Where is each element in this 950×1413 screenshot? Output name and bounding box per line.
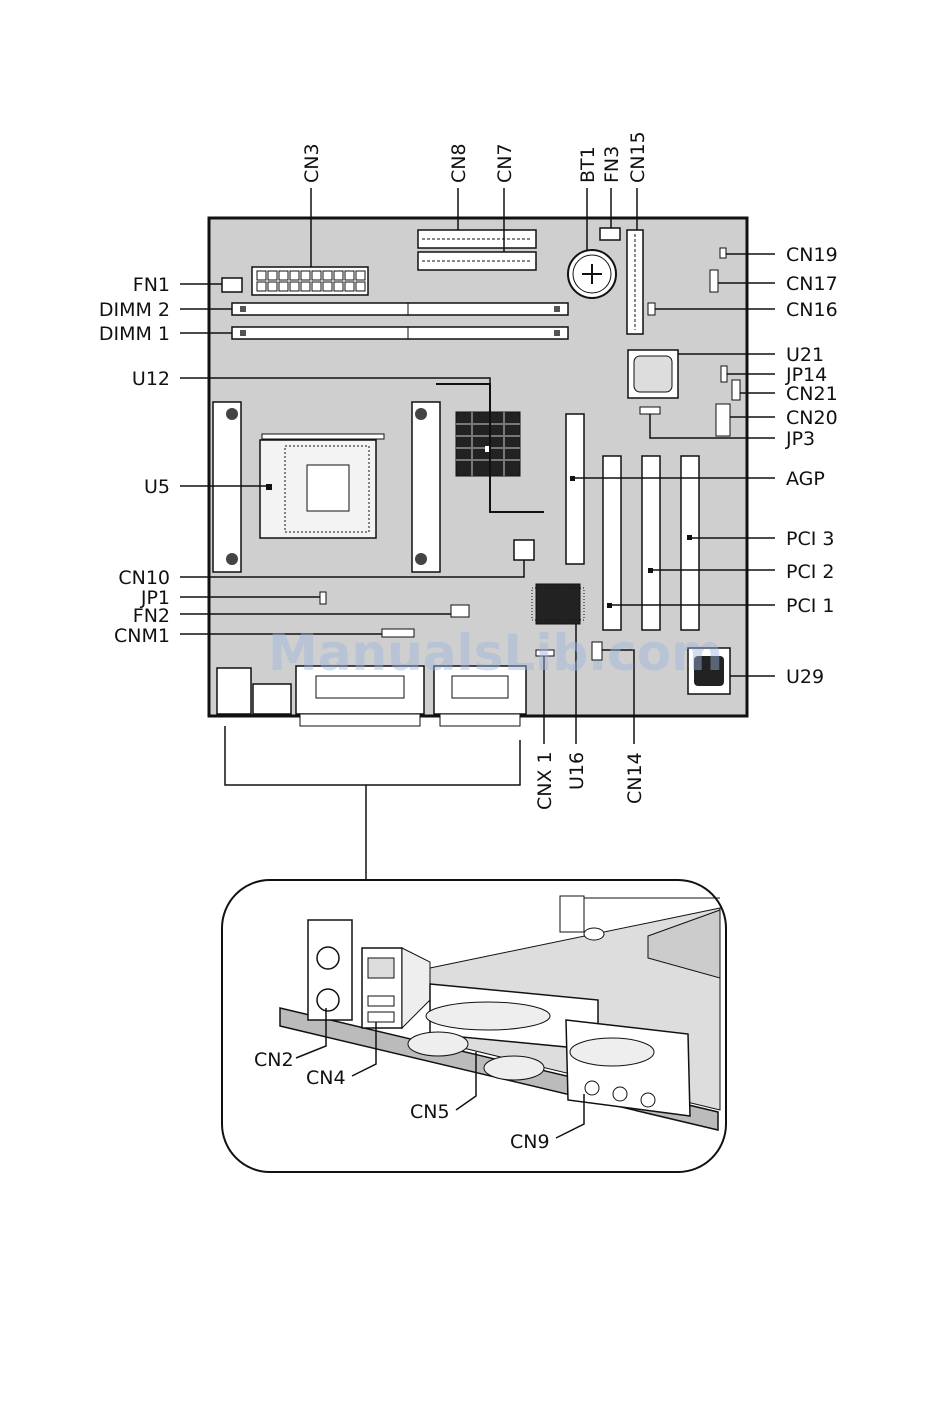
label-cn14: CN14 (624, 752, 646, 804)
cpu-retention-right (412, 402, 440, 572)
label-cn16: CN16 (786, 299, 838, 321)
ide-connector-cn8 (418, 230, 536, 248)
label-cnm1: CNM1 (114, 625, 170, 647)
power-connector-cn3 (252, 267, 368, 295)
label-dimm2: DIMM 2 (99, 299, 170, 321)
fan-header-fn1 (222, 278, 242, 292)
label-cn3: CN3 (301, 143, 323, 183)
cpu-retention-left (213, 402, 241, 572)
label-cn19: CN19 (786, 244, 838, 266)
pci-slot-2 (642, 456, 660, 630)
header-cn16 (648, 303, 655, 315)
chip-u16 (532, 584, 584, 624)
label-u16: U16 (566, 752, 588, 790)
label-cn17: CN17 (786, 273, 838, 295)
pci-slot-1 (603, 456, 621, 630)
label-pci2: PCI 2 (786, 561, 834, 583)
chip-u21 (628, 350, 678, 398)
label-fn2: FN2 (133, 605, 170, 627)
header-cn21 (732, 380, 740, 400)
label-cn5: CN5 (410, 1101, 450, 1123)
floppy-connector-cn15 (627, 230, 643, 334)
header-cn20 (716, 404, 730, 436)
label-u29: U29 (786, 666, 824, 688)
jumper-jp14 (721, 366, 727, 382)
label-pci1: PCI 1 (786, 595, 834, 617)
label-dimm1: DIMM 1 (99, 323, 170, 345)
agp-slot (566, 414, 584, 564)
label-cn15: CN15 (627, 131, 649, 183)
label-u5: U5 (144, 476, 170, 498)
header-cn19 (720, 248, 726, 258)
pci-slot-3 (681, 456, 699, 630)
label-cn7: CN7 (494, 143, 516, 183)
label-cn4: CN4 (306, 1067, 346, 1089)
header-cn17 (710, 270, 718, 292)
label-cn21: CN21 (786, 383, 838, 405)
aux-power-cn10 (514, 540, 534, 560)
dimm-slot-1 (232, 327, 568, 339)
label-cn9: CN9 (510, 1131, 550, 1153)
ide-connector-cn7 (418, 252, 536, 270)
label-fn3: FN3 (601, 146, 623, 183)
label-jp3: JP3 (785, 428, 815, 450)
jumper-jp3 (640, 407, 660, 414)
label-u12: U12 (132, 368, 170, 390)
label-bt1: BT1 (577, 146, 599, 183)
jumper-jp1 (320, 592, 326, 604)
dimm-slot-2 (232, 303, 568, 315)
rear-io-detail: CN2 CN4 CN5 CN9 (222, 880, 726, 1172)
label-pci3: PCI 3 (786, 528, 834, 550)
label-cn2: CN2 (254, 1049, 294, 1071)
label-cn8: CN8 (448, 143, 470, 183)
label-u21: U21 (786, 344, 824, 366)
battery-bt1 (568, 250, 616, 298)
watermark: ManualsLib.com (268, 624, 723, 682)
fan-header-fn3 (600, 228, 620, 240)
label-fn1: FN1 (133, 274, 170, 296)
fan-header-fn2 (451, 605, 469, 617)
cpu-socket-u5 (260, 434, 384, 538)
ps2-ports-cn2 (308, 920, 352, 1020)
label-cnx1: CNX 1 (534, 751, 556, 810)
label-cn20: CN20 (786, 407, 838, 429)
label-cn10: CN10 (118, 567, 170, 589)
label-agp: AGP (786, 468, 825, 490)
